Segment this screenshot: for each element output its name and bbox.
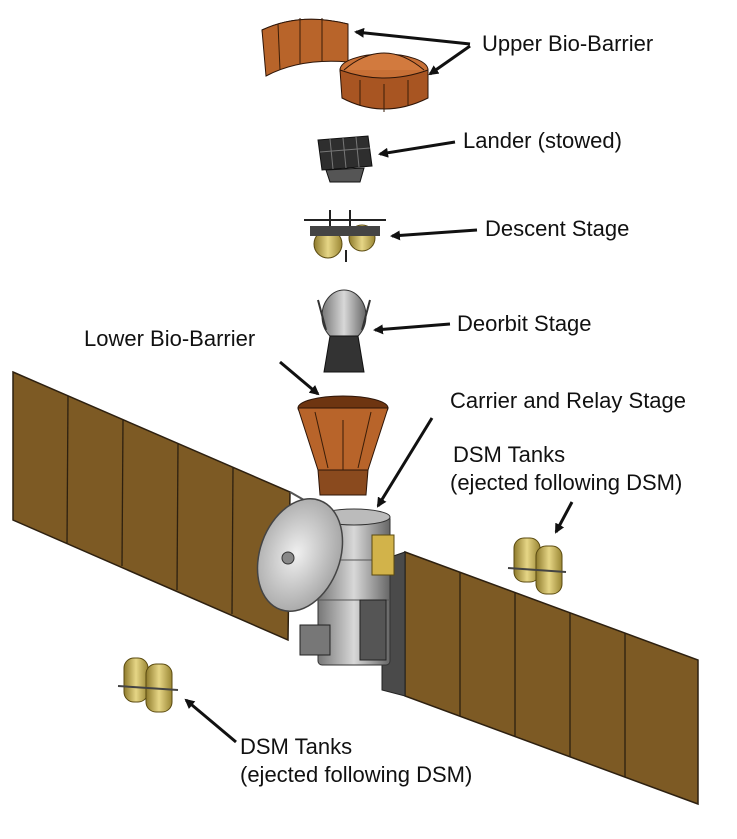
arrow-descent bbox=[390, 228, 478, 241]
arrow-deorbit bbox=[373, 322, 451, 335]
descent-stage bbox=[304, 210, 386, 262]
arrow-carrier bbox=[376, 417, 434, 508]
label-lander: Lander (stowed) bbox=[463, 128, 622, 153]
label-lower-bio-barrier: Lower Bio-Barrier bbox=[84, 326, 256, 351]
lander-stowed bbox=[317, 135, 373, 183]
label-descent-stage: Descent Stage bbox=[485, 216, 630, 241]
arrow-upper-to-dome bbox=[428, 44, 471, 76]
label-deorbit-stage: Deorbit Stage bbox=[457, 311, 592, 336]
arrow-lower-bio-barrier bbox=[279, 360, 320, 396]
label-upper-bio-barrier: Upper Bio-Barrier bbox=[482, 31, 654, 56]
deorbit-stage bbox=[317, 289, 371, 373]
arrow-lander bbox=[378, 140, 456, 158]
label-dsm-tanks-left-note: (ejected following DSM) bbox=[240, 762, 473, 787]
label-dsm-tanks-left: DSM Tanks bbox=[240, 734, 353, 759]
carrier-relay-stage bbox=[256, 498, 395, 666]
upper-bio-barrier bbox=[261, 18, 429, 112]
leader-arrows bbox=[184, 27, 574, 744]
label-dsm-tanks-right: DSM Tanks bbox=[453, 442, 566, 467]
arrow-upper-to-half bbox=[354, 27, 471, 46]
arrow-dsm-left bbox=[184, 698, 237, 744]
dsm-tanks-left bbox=[117, 657, 179, 713]
label-carrier-relay-stage: Carrier and Relay Stage bbox=[450, 388, 687, 413]
dsm-tanks-right bbox=[507, 537, 567, 595]
arrow-dsm-right bbox=[554, 501, 574, 534]
lower-bio-barrier bbox=[297, 395, 389, 496]
left-solar-array bbox=[12, 370, 319, 642]
label-dsm-tanks-right-note: (ejected following DSM) bbox=[450, 470, 683, 495]
